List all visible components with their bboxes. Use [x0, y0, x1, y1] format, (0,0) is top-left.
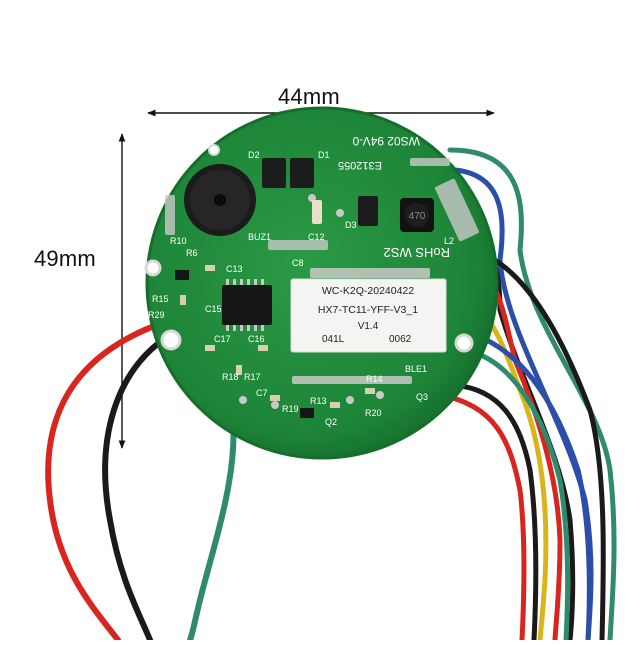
silk-label: C13	[226, 264, 243, 274]
silk-label: R19	[282, 404, 299, 414]
silk-label: BLE1	[405, 364, 427, 374]
sticker-line-4-right: 0062	[389, 334, 412, 345]
inductor-l2	[400, 198, 434, 232]
silk-label: R29	[148, 310, 165, 320]
pcb-board: 470	[144, 106, 499, 460]
silk-label: R20	[365, 408, 382, 418]
silk-label: R17	[244, 372, 261, 382]
height-dimension-label: 49mm	[34, 246, 96, 271]
sticker-line-1: WC-K2Q-20240422	[322, 285, 414, 297]
silk-label: R14	[366, 374, 383, 384]
mounting-hole	[160, 329, 182, 351]
product-label-sticker: WC-K2Q-20240422 HX7-TC11-YFF-V3_1 V1.4 0…	[290, 278, 447, 353]
solder-pads	[165, 158, 479, 409]
sticker-line-3: V1.4	[358, 321, 379, 332]
silk-label: C8	[292, 258, 304, 268]
silk-label: D3	[345, 220, 357, 230]
diode-d1	[290, 158, 314, 188]
smd-components	[180, 265, 375, 408]
width-dimension-label: 44mm	[278, 84, 340, 109]
silk-label: C16	[248, 334, 265, 344]
buzzer	[184, 164, 256, 236]
silk-label: L2	[444, 236, 454, 246]
silkscreen-rohs: RoHS WS2	[384, 245, 450, 260]
silk-label: C12	[308, 232, 325, 242]
transistor	[175, 270, 189, 280]
diode-d2	[262, 158, 286, 188]
capacitor-c12	[312, 200, 322, 224]
silk-label: R13	[310, 396, 327, 406]
mounting-hole	[144, 259, 162, 277]
ic-chip	[222, 279, 272, 331]
silk-label: R15	[152, 294, 169, 304]
silk-label: C17	[214, 334, 231, 344]
silk-label: R10	[170, 236, 187, 246]
mounting-hole	[208, 144, 220, 156]
transistor-q2	[300, 408, 314, 418]
silkscreen-cert-code: E312055	[338, 159, 382, 171]
silk-label: R6	[186, 248, 198, 258]
silk-label: D2	[248, 150, 260, 160]
diode-d3	[358, 196, 378, 226]
silk-label: Q3	[416, 392, 428, 402]
silk-label: Q2	[325, 417, 337, 427]
sticker-line-4-left: 041L	[322, 334, 345, 345]
silkscreen-maker-code: WS02 94V-0	[352, 134, 420, 148]
silk-label: D1	[318, 150, 330, 160]
inductor-marking: 470	[409, 211, 426, 222]
silk-label: BUZ1	[248, 232, 271, 242]
mounting-hole	[454, 333, 474, 353]
silk-label: R18	[222, 372, 239, 382]
silk-label: C15	[205, 304, 222, 314]
silk-label: C7	[256, 388, 268, 398]
sticker-line-2: HX7-TC11-YFF-V3_1	[318, 304, 418, 316]
right-wire-bundle	[437, 147, 617, 643]
left-wire-bundle	[45, 319, 237, 643]
